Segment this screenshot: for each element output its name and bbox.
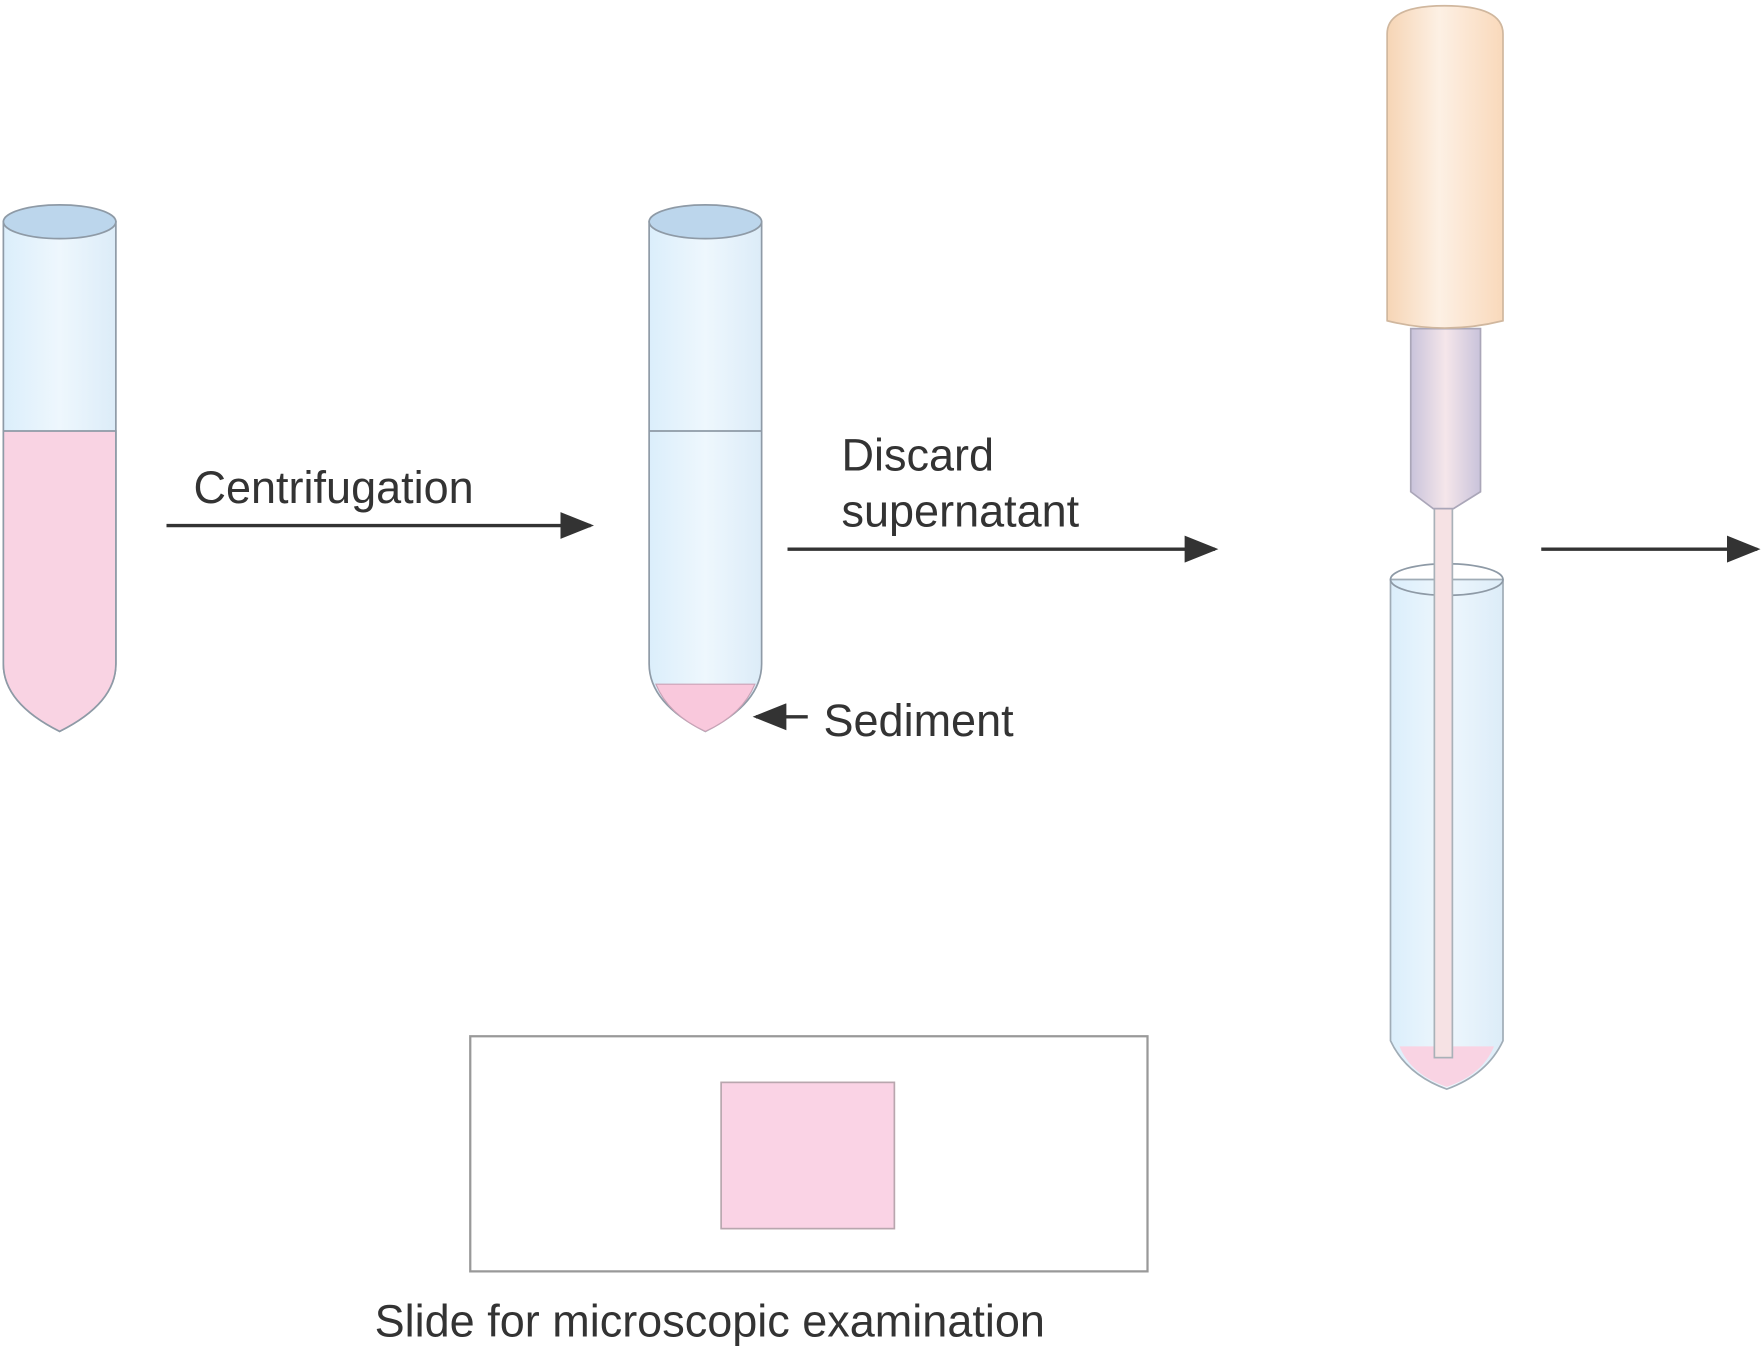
- label-sediment: Sediment: [824, 695, 1015, 746]
- label-slide-caption: Slide for microscopic examination: [375, 1296, 1045, 1347]
- label-centrifugation: Centrifugation: [194, 462, 474, 513]
- pipette-bulb: [1386, 4, 1504, 329]
- test-tube-sample: [2, 204, 117, 733]
- label-supernatant: supernatant: [842, 486, 1080, 537]
- pipette-icon: [1386, 4, 1504, 1059]
- smear: [720, 1081, 896, 1230]
- test-tube-centrifuged: [648, 204, 763, 733]
- label-discard: Discard: [842, 429, 995, 480]
- microscope-slide: [469, 1035, 1149, 1273]
- sediment: [1399, 1046, 1494, 1087]
- sediment: [655, 683, 756, 732]
- sample-liquid: [2, 430, 117, 733]
